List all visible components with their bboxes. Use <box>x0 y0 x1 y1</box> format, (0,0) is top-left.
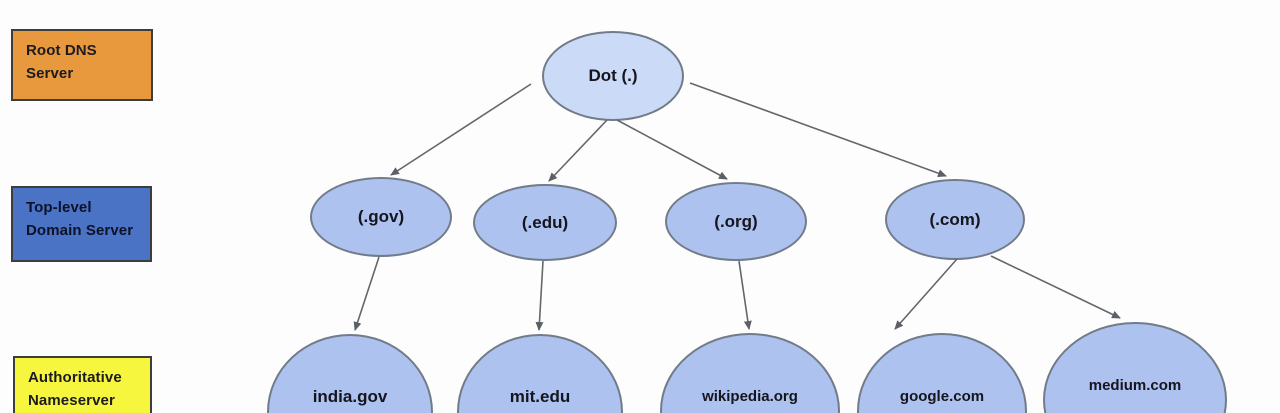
node-authoritative-google-com: google.com <box>857 333 1027 413</box>
edge-dot-to-gov <box>390 83 532 176</box>
edge-com-to-medium <box>990 255 1121 319</box>
edge-org-to-wikipedia <box>738 260 752 330</box>
legend-root-dns-label: Root DNS Server <box>26 42 97 82</box>
legend-root-dns-server: Root DNS Server <box>11 29 153 101</box>
node-tld-gov-label: (.gov) <box>357 207 405 226</box>
node-root-dot-label: Dot (.) <box>588 66 638 85</box>
edge-com-to-google <box>894 258 958 330</box>
edge-edu-to-mit <box>535 260 544 331</box>
node-tld-com-label: (.com) <box>929 209 981 229</box>
node-authoritative-wikipedia-org: wikipedia.org <box>660 333 840 413</box>
node-authoritative-mit-edu: mit.edu <box>457 334 623 413</box>
node-authoritative-medium-com: medium.com <box>1043 322 1227 413</box>
node-tld-edu: (.edu) <box>473 184 617 261</box>
node-tld-gov: (.gov) <box>310 177 452 257</box>
node-tld-com: (.com) <box>885 179 1025 260</box>
legend-authoritative-nameserver: Authoritative Nameserver <box>13 356 152 413</box>
node-authoritative-india-gov: india.gov <box>267 334 433 413</box>
node-mit-edu-label: mit.edu <box>509 387 571 406</box>
edge-dot-to-org <box>616 119 728 180</box>
node-tld-edu-label: (.edu) <box>521 212 569 232</box>
node-medium-com-label: medium.com <box>1088 376 1182 394</box>
node-tld-org-label: (.org) <box>714 211 758 231</box>
edge-dot-to-edu <box>548 119 608 182</box>
node-wikipedia-org-label: wikipedia.org <box>702 387 798 405</box>
node-root-dot: Dot (.) <box>542 31 684 121</box>
node-tld-org: (.org) <box>665 182 807 261</box>
legend-top-level-domain-server: Top-level Domain Server <box>11 186 152 262</box>
legend-tld-label: Top-level Domain Server <box>26 199 134 239</box>
node-india-gov-label: india.gov <box>312 387 388 406</box>
legend-authoritative-label: Authoritative Nameserver <box>28 369 122 409</box>
edge-gov-to-india <box>353 256 380 331</box>
edge-dot-to-com <box>689 82 947 178</box>
node-google-com-label: google.com <box>899 387 985 405</box>
